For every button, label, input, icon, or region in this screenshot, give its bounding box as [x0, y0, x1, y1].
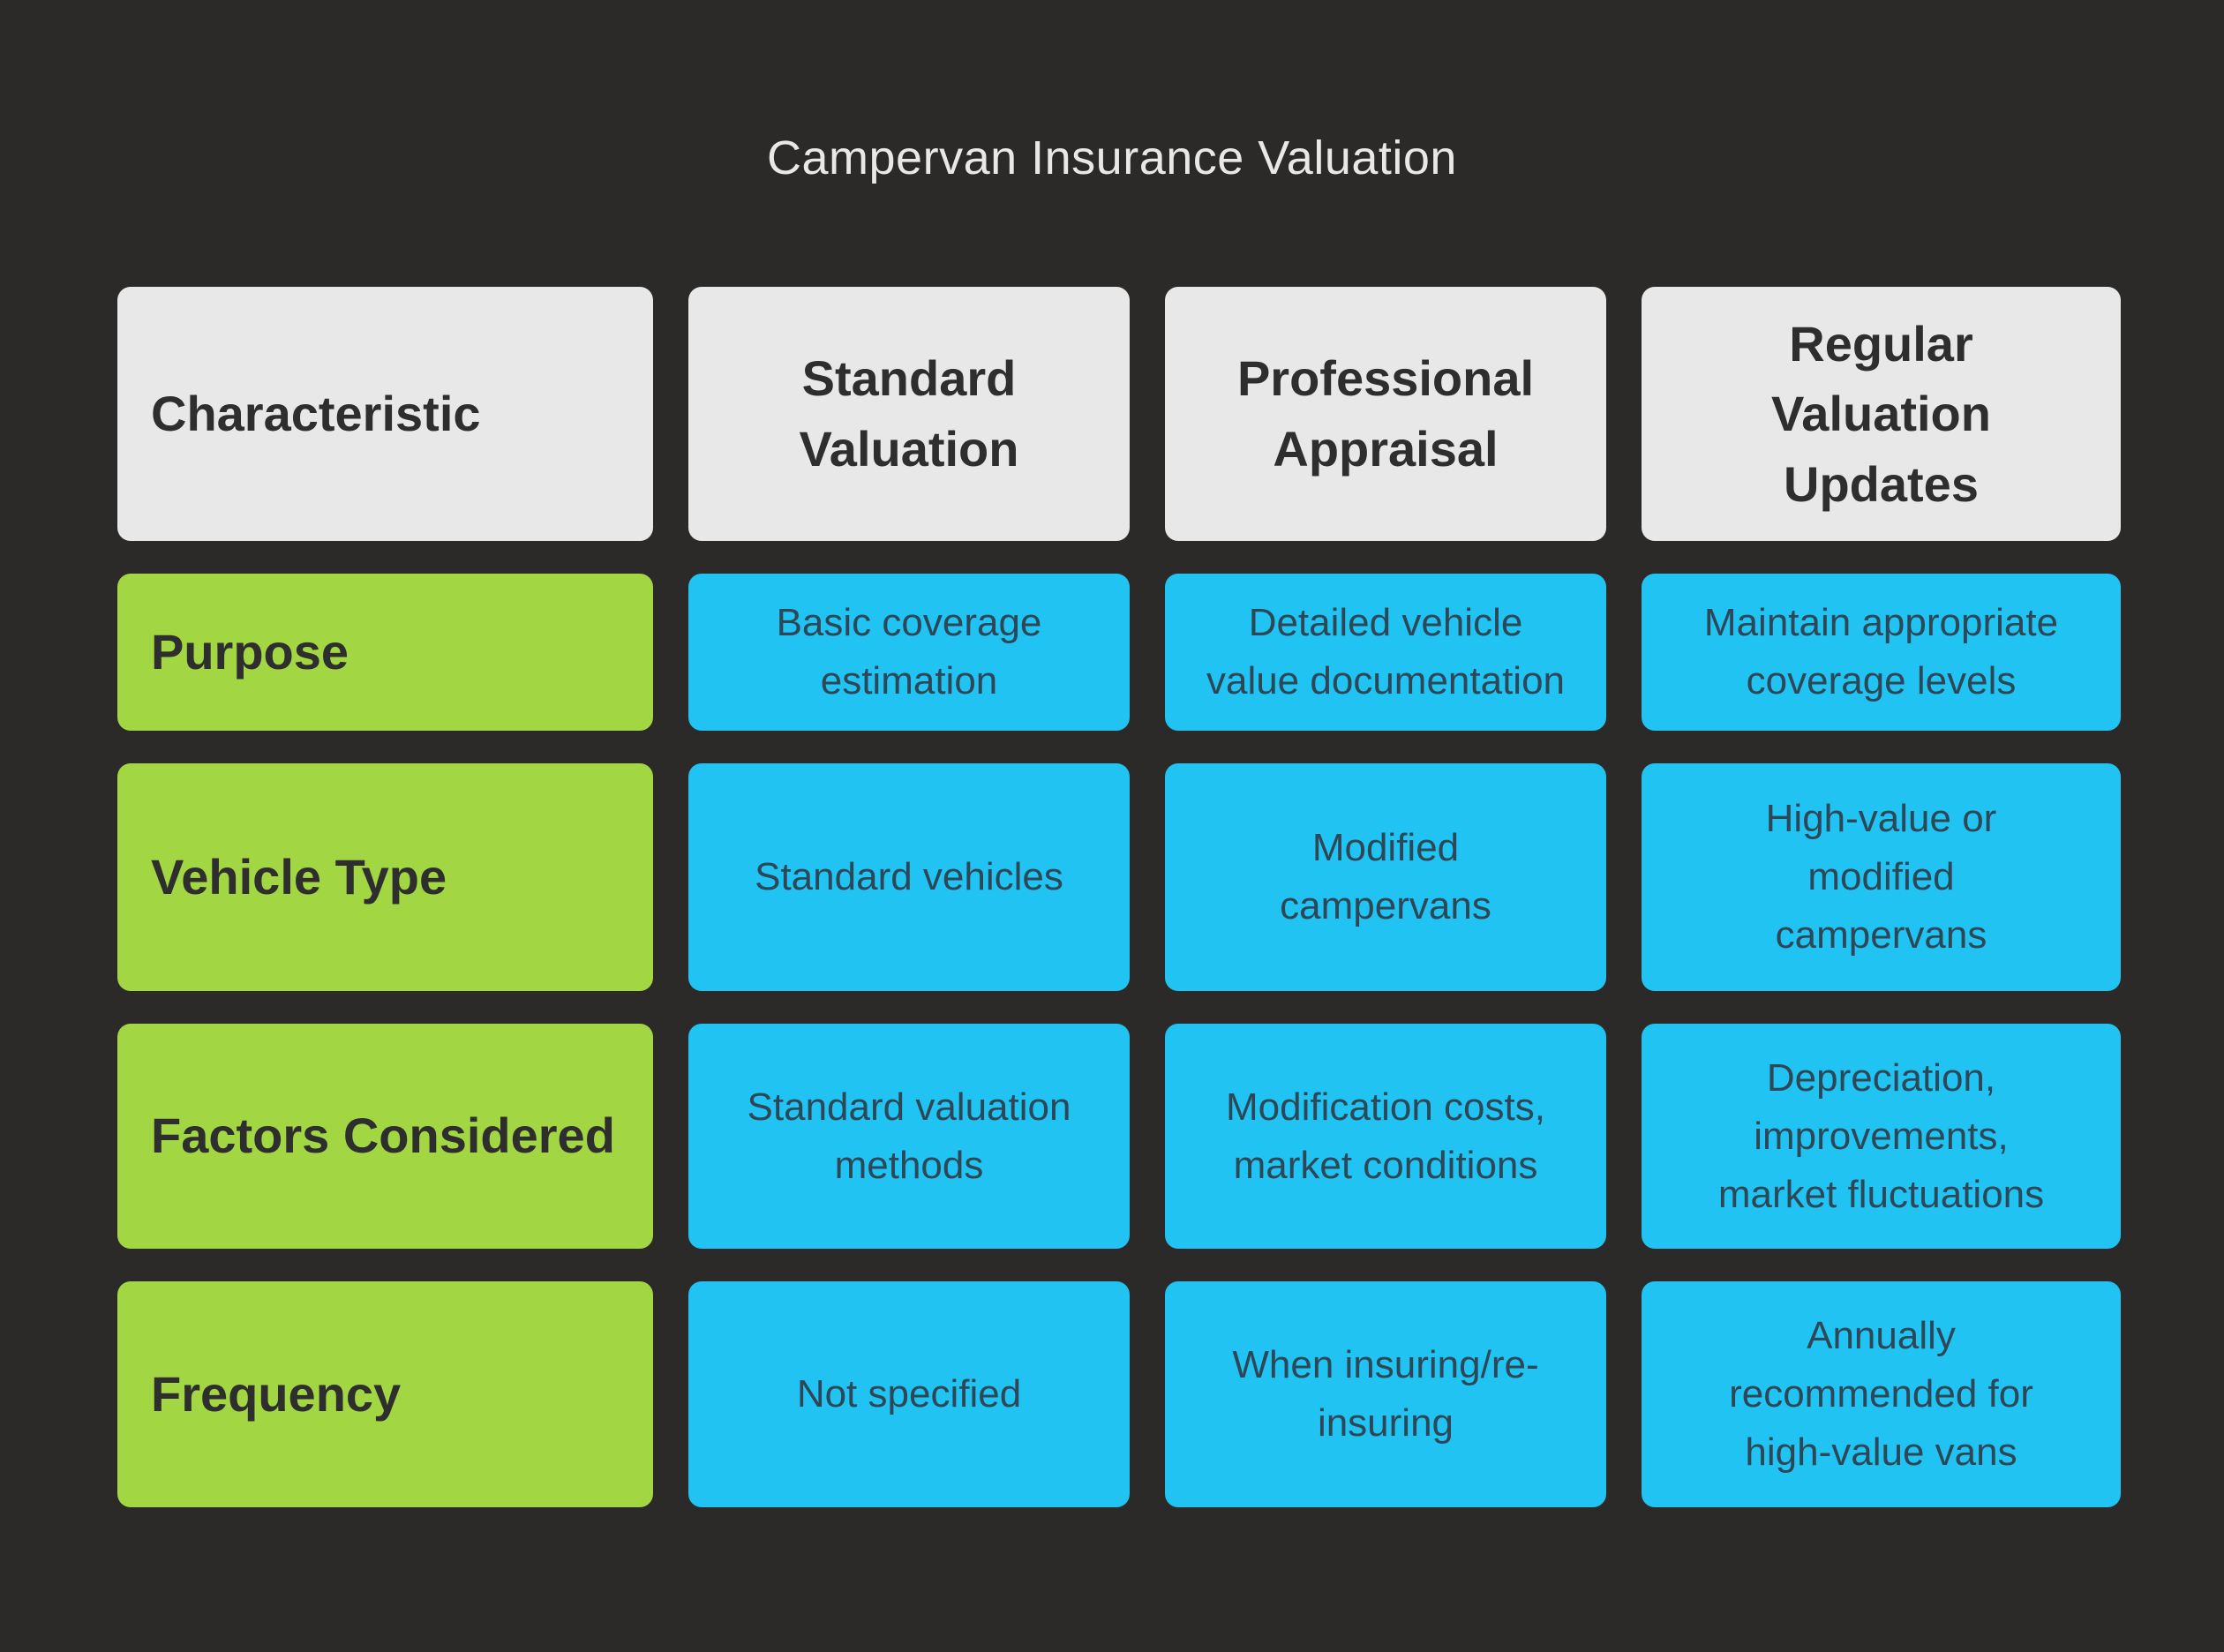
cell-frequency-professional-appraisal: When insuring/re- insuring [1165, 1281, 1606, 1507]
row-label-purpose: Purpose [117, 574, 653, 731]
cell-purpose-regular-valuation-updates: Maintain appropriate coverage levels [1642, 574, 2121, 731]
cell-vehicle-type-regular-valuation-updates: High-value or modified campervans [1642, 763, 2121, 991]
cell-factors-regular-valuation-updates: Depreciation, improvements, market fluct… [1642, 1024, 2121, 1249]
header-cell-professional-appraisal: Professional Appraisal [1165, 287, 1606, 541]
row-label-frequency: Frequency [117, 1281, 653, 1507]
cell-vehicle-type-standard-valuation: Standard vehicles [688, 763, 1130, 991]
header-cell-standard-valuation: Standard Valuation [688, 287, 1130, 541]
header-cell-characteristic: Characteristic [117, 287, 653, 541]
header-cell-regular-valuation-updates: Regular Valuation Updates [1642, 287, 2121, 541]
cell-purpose-professional-appraisal: Detailed vehicle value documentation [1165, 574, 1606, 731]
cell-vehicle-type-professional-appraisal: Modified campervans [1165, 763, 1606, 991]
cell-frequency-regular-valuation-updates: Annually recommended for high-value vans [1642, 1281, 2121, 1507]
page-title: Campervan Insurance Valuation [767, 131, 1457, 184]
cell-frequency-standard-valuation: Not specified [688, 1281, 1130, 1507]
row-label-vehicle-type: Vehicle Type [117, 763, 653, 991]
row-label-factors-considered: Factors Considered [117, 1024, 653, 1249]
cell-purpose-standard-valuation: Basic coverage estimation [688, 574, 1130, 731]
valuation-table: Characteristic Standard Valuation Profes… [117, 287, 2121, 1507]
cell-factors-standard-valuation: Standard valuation methods [688, 1024, 1130, 1249]
cell-factors-professional-appraisal: Modification costs, market conditions [1165, 1024, 1606, 1249]
